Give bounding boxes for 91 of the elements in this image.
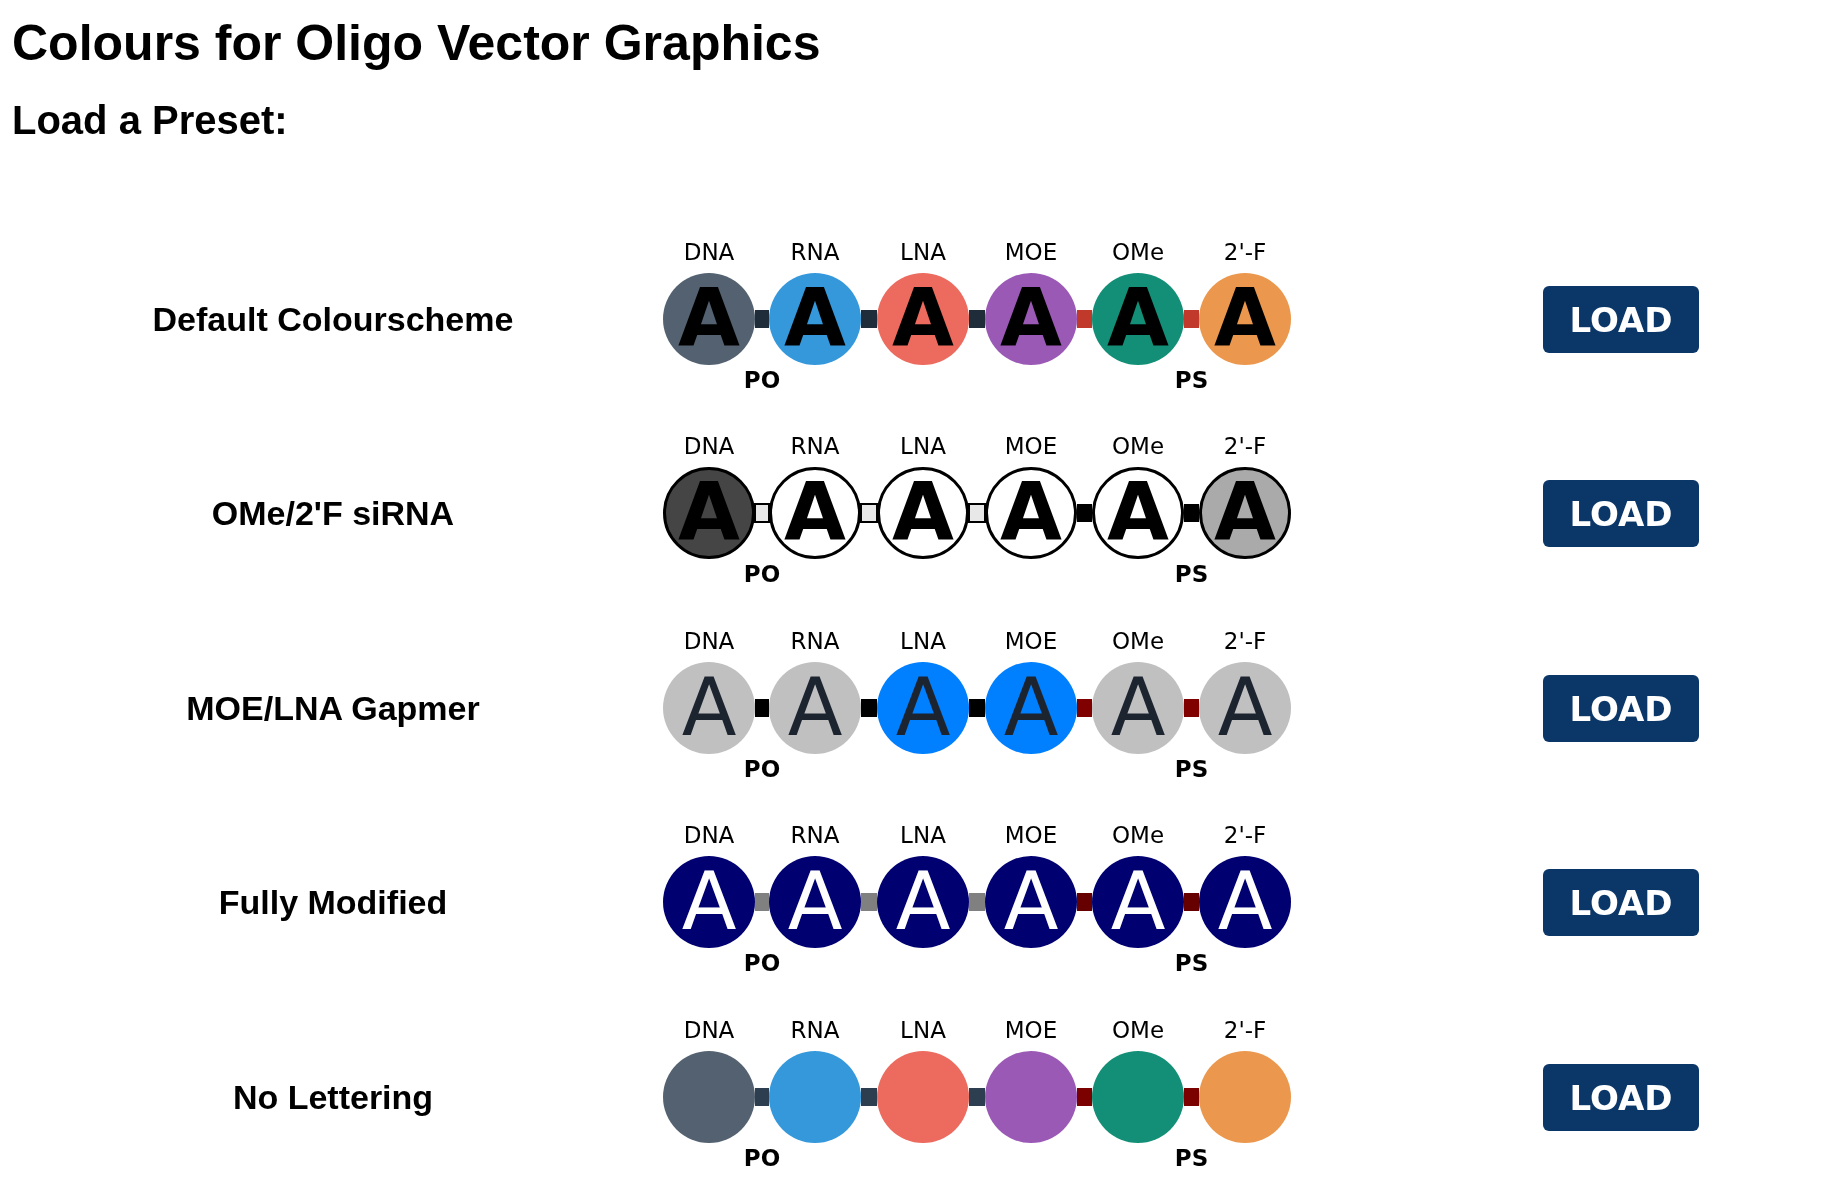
nucleotide-label: LNA (900, 433, 946, 459)
nucleotide-circle: A (985, 273, 1077, 365)
nucleotide-label: OMe (1111, 433, 1165, 459)
load-button: LOAD (1543, 1064, 1699, 1131)
linkage-bar (1184, 1088, 1199, 1106)
preset-name: No Lettering (232, 1077, 434, 1117)
nucleotide-circle: A (1092, 662, 1184, 754)
nucleotide-label: RNA (790, 239, 840, 265)
nucleotide-label: 2'-F (1223, 822, 1267, 848)
linkage-bar (755, 699, 769, 717)
linkage-bar (1077, 504, 1092, 522)
nucleotide-circle: A (1199, 662, 1291, 754)
linkage-bar (861, 699, 877, 717)
nucleotide-label: DNA (683, 1017, 735, 1043)
nucleotide-label: OMe (1111, 628, 1165, 654)
load-button: LOAD (1543, 480, 1699, 547)
nucleotide-label: RNA (790, 628, 840, 654)
nucleotide-label: DNA (683, 433, 735, 459)
linkage-bar (1184, 310, 1199, 328)
linkage-bar (969, 1088, 985, 1106)
section-heading: Load a Preset: (12, 98, 288, 143)
nucleotide-circle: A (877, 662, 969, 754)
preset-name: OMe/2'F siRNA (211, 493, 455, 533)
nucleotide-label: 2'-F (1223, 1017, 1267, 1043)
preset-name: Fully Modified (218, 882, 448, 922)
nucleotide-label: RNA (790, 433, 840, 459)
linkage-bar (1077, 893, 1092, 911)
nucleotide-label: MOE (1004, 628, 1058, 654)
nucleotide-label: DNA (683, 239, 735, 265)
nucleotide-label: RNA (790, 1017, 840, 1043)
nucleotide-circle: A (985, 662, 1077, 754)
nucleotide-label: OMe (1111, 239, 1165, 265)
nucleotide-circle: A (663, 662, 755, 754)
nucleotide-circle: A (663, 856, 755, 948)
nucleotide-label: OMe (1111, 822, 1165, 848)
nucleotide-circle: A (663, 467, 755, 559)
nucleotide-label: MOE (1004, 822, 1058, 848)
nucleotide-label: OMe (1111, 1017, 1165, 1043)
nucleotide-label: LNA (900, 239, 946, 265)
linkage-bar (755, 1088, 769, 1106)
nucleotide-label: LNA (900, 822, 946, 848)
linkage-bar (755, 893, 769, 911)
linkage-bar (754, 503, 770, 523)
nucleotide-circle: A (985, 467, 1077, 559)
nucleotide-label: MOE (1004, 239, 1058, 265)
nucleotide-circle: A (985, 856, 1077, 948)
linkage-bar (969, 699, 985, 717)
nucleotide-circle: A (877, 467, 969, 559)
nucleotide-circle: A (769, 662, 861, 754)
nucleotide-circle: A (1199, 467, 1291, 559)
linkage-bar (969, 310, 985, 328)
nucleotide-circle: A (769, 273, 861, 365)
linkage-bar (1184, 699, 1199, 717)
nucleotide-circle: A (877, 856, 969, 948)
load-button: LOAD (1543, 675, 1699, 742)
linkage-bar (1077, 1088, 1092, 1106)
nucleotide-circle: A (769, 856, 861, 948)
nucleotide-label: DNA (683, 628, 735, 654)
linkage-bar (861, 1088, 877, 1106)
linkage-bar (1184, 504, 1199, 522)
preset-name: MOE/LNA Gapmer (186, 688, 480, 728)
preset-name: Default Colourscheme (152, 299, 514, 339)
nucleotide-circle: A (663, 273, 755, 365)
linkage-bar (1077, 699, 1092, 717)
linkage-bar (1077, 310, 1092, 328)
linkage-bar (860, 503, 878, 523)
nucleotide-circle: A (1092, 467, 1184, 559)
linkage-bar (1184, 893, 1199, 911)
page-title: Colours for Oligo Vector Graphics (12, 14, 821, 72)
linkage-bar (861, 893, 877, 911)
nucleotide-label: 2'-F (1223, 628, 1267, 654)
nucleotide-label: RNA (790, 822, 840, 848)
linkage-bar (968, 503, 986, 523)
nucleotide-label: MOE (1004, 433, 1058, 459)
nucleotide-circle: A (1092, 856, 1184, 948)
nucleotide-circle: A (1199, 856, 1291, 948)
load-button: LOAD (1543, 869, 1699, 936)
nucleotide-label: 2'-F (1223, 433, 1267, 459)
linkage-bar (969, 893, 985, 911)
load-button: LOAD (1543, 286, 1699, 353)
nucleotide-label: DNA (683, 822, 735, 848)
nucleotide-circle: A (769, 467, 861, 559)
nucleotide-circle: A (1199, 273, 1291, 365)
linkage-bar (861, 310, 877, 328)
nucleotide-label: LNA (900, 1017, 946, 1043)
linkage-bar (755, 310, 769, 328)
nucleotide-label: LNA (900, 628, 946, 654)
nucleotide-circle: A (877, 273, 969, 365)
nucleotide-label: MOE (1004, 1017, 1058, 1043)
nucleotide-circle: A (1092, 273, 1184, 365)
nucleotide-label: 2'-F (1223, 239, 1267, 265)
